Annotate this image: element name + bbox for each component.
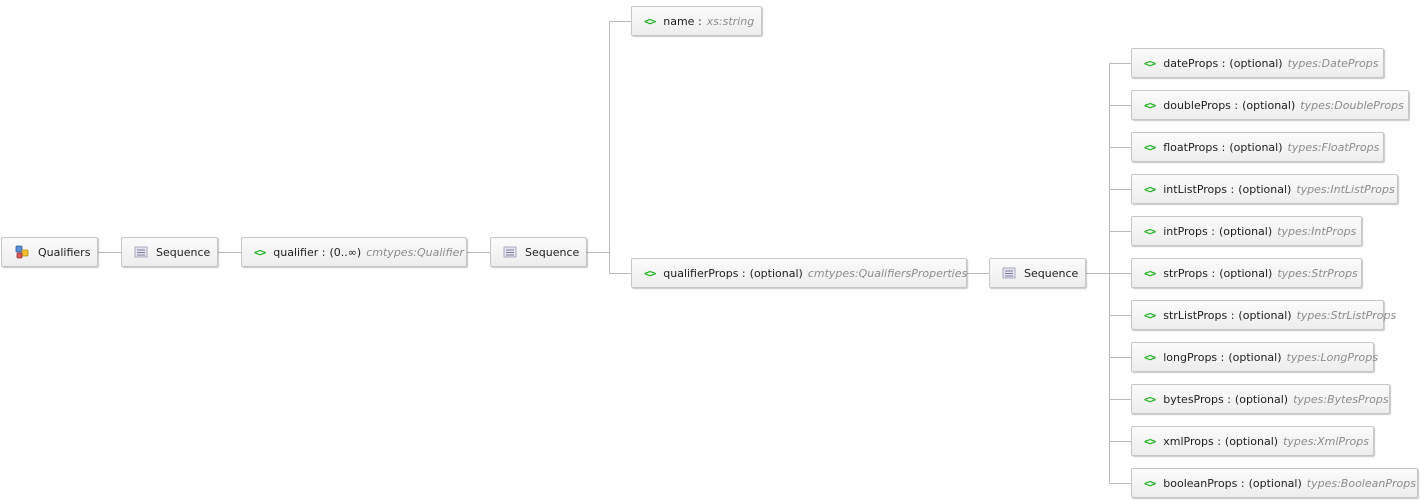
name-label: name : (663, 14, 702, 28)
qualifierprops-occurrence: (optional) (749, 266, 803, 280)
qualifier-sequence-label: Sequence (525, 245, 580, 259)
child-element-label: bytesProps : (1163, 392, 1231, 406)
props-sequence-label: Sequence (1024, 266, 1079, 280)
child-element-node[interactable]: <> bytesProps :(optional) types:BytesProps (1131, 384, 1390, 414)
element-icon: <> (1144, 266, 1156, 280)
child-element-node[interactable]: <> strProps :(optional) types:StrProps (1131, 258, 1362, 288)
qualifier-occurrence: (0..∞) (329, 245, 362, 259)
qualifier-sequence-node[interactable]: Sequence (490, 237, 587, 267)
name-type: xs:string (706, 14, 755, 28)
child-element-label: dateProps : (1163, 56, 1226, 70)
element-icon: <> (254, 245, 266, 259)
element-icon: <> (1144, 350, 1156, 364)
child-element-node[interactable]: <> booleanProps :(optional) types:BooleanP… (1131, 468, 1418, 498)
child-element-label: longProps : (1163, 350, 1225, 364)
element-icon: <> (1144, 434, 1156, 448)
complex-type-icon (14, 244, 30, 260)
child-element-label: strListProps : (1163, 308, 1235, 322)
element-icon: <> (644, 266, 656, 280)
child-element-occurrence: (optional) (1238, 182, 1292, 196)
element-icon: <> (1144, 308, 1156, 322)
child-element-label: doubleProps : (1163, 98, 1239, 112)
qualifiers-root-label: Qualifiers (38, 245, 91, 259)
child-element-type: types:DateProps (1287, 56, 1379, 70)
sequence-icon (1002, 267, 1016, 279)
child-element-node[interactable]: <> longProps :(optional) types:LongProps (1131, 342, 1378, 372)
element-icon: <> (1144, 140, 1156, 154)
child-element-node[interactable]: <> doubleProps :(optional) types:DoublePro… (1131, 90, 1409, 120)
name-element-node[interactable]: <> name : xs:string (631, 6, 762, 36)
child-element-occurrence: (optional) (1229, 140, 1283, 154)
element-icon: <> (1144, 476, 1156, 490)
element-icon: <> (1144, 98, 1156, 112)
qualifierprops-type: cmtypes:QualifiersProperties (807, 266, 968, 280)
root-sequence-label: Sequence (156, 245, 211, 259)
child-element-occurrence: (optional) (1228, 350, 1282, 364)
child-element-type: types:BooleanProps (1306, 476, 1416, 490)
child-element-label: booleanProps : (1163, 476, 1245, 490)
child-element-label: intProps : (1163, 224, 1215, 238)
element-icon: <> (1144, 56, 1156, 70)
qualifierprops-label: qualifierProps : (663, 266, 746, 280)
child-element-type: types:IntListProps (1296, 182, 1395, 196)
qualifiers-root-node[interactable]: Qualifiers (1, 237, 98, 267)
child-element-node[interactable]: <> xmlProps :(optional) types:XmlProps (1131, 426, 1374, 456)
child-element-node[interactable]: <> intProps :(optional) types:IntProps (1131, 216, 1362, 246)
child-element-type: types:LongProps (1286, 350, 1378, 364)
child-element-occurrence: (optional) (1219, 266, 1273, 280)
child-element-node[interactable]: <> strListProps :(optional) types:StrListP… (1131, 300, 1396, 330)
child-element-node[interactable]: <> dateProps :(optional) types:DateProps (1131, 48, 1384, 78)
child-element-type: types:XmlProps (1283, 434, 1369, 448)
child-element-type: types:StrProps (1277, 266, 1358, 280)
qualifierprops-element-node[interactable]: <> qualifierProps : (optional) cmtypes:Q… (631, 258, 967, 288)
sequence-icon (134, 246, 148, 258)
root-sequence-node[interactable]: Sequence (121, 237, 218, 267)
child-element-occurrence: (optional) (1238, 308, 1292, 322)
child-element-label: floatProps : (1163, 140, 1226, 154)
child-element-type: types:FloatProps (1287, 140, 1380, 154)
child-element-occurrence: (optional) (1242, 98, 1296, 112)
child-element-label: strProps : (1163, 266, 1216, 280)
child-element-label: intListProps : (1163, 182, 1235, 196)
qualifier-label: qualifier : (273, 245, 326, 259)
child-element-type: types:StrListProps (1296, 308, 1397, 322)
qualifier-element-node[interactable]: <> qualifier : (0..∞) cmtypes:Qualifier (241, 237, 467, 267)
child-element-occurrence: (optional) (1229, 56, 1283, 70)
child-element-node[interactable]: <> intListProps :(optional) types:IntListP… (1131, 174, 1398, 204)
child-element-occurrence: (optional) (1234, 392, 1289, 406)
element-icon: <> (644, 14, 656, 28)
child-element-label: xmlProps : (1163, 434, 1221, 448)
element-icon: <> (1144, 392, 1156, 406)
sequence-icon (503, 246, 517, 258)
props-sequence-node[interactable]: Sequence (989, 258, 1086, 288)
child-element-occurrence: (optional) (1248, 476, 1302, 490)
child-element-node[interactable]: <> floatProps :(optional) types:FloatProps (1131, 132, 1384, 162)
child-element-occurrence: (optional) (1224, 434, 1279, 448)
child-element-type: types:IntProps (1277, 224, 1357, 238)
element-icon: <> (1144, 224, 1156, 238)
child-element-type: types:BytesProps (1293, 392, 1389, 406)
child-element-type: types:DoubleProps (1300, 98, 1404, 112)
child-element-occurrence: (optional) (1218, 224, 1273, 238)
element-icon: <> (1144, 182, 1156, 196)
qualifier-type: cmtypes:Qualifier (366, 245, 464, 259)
